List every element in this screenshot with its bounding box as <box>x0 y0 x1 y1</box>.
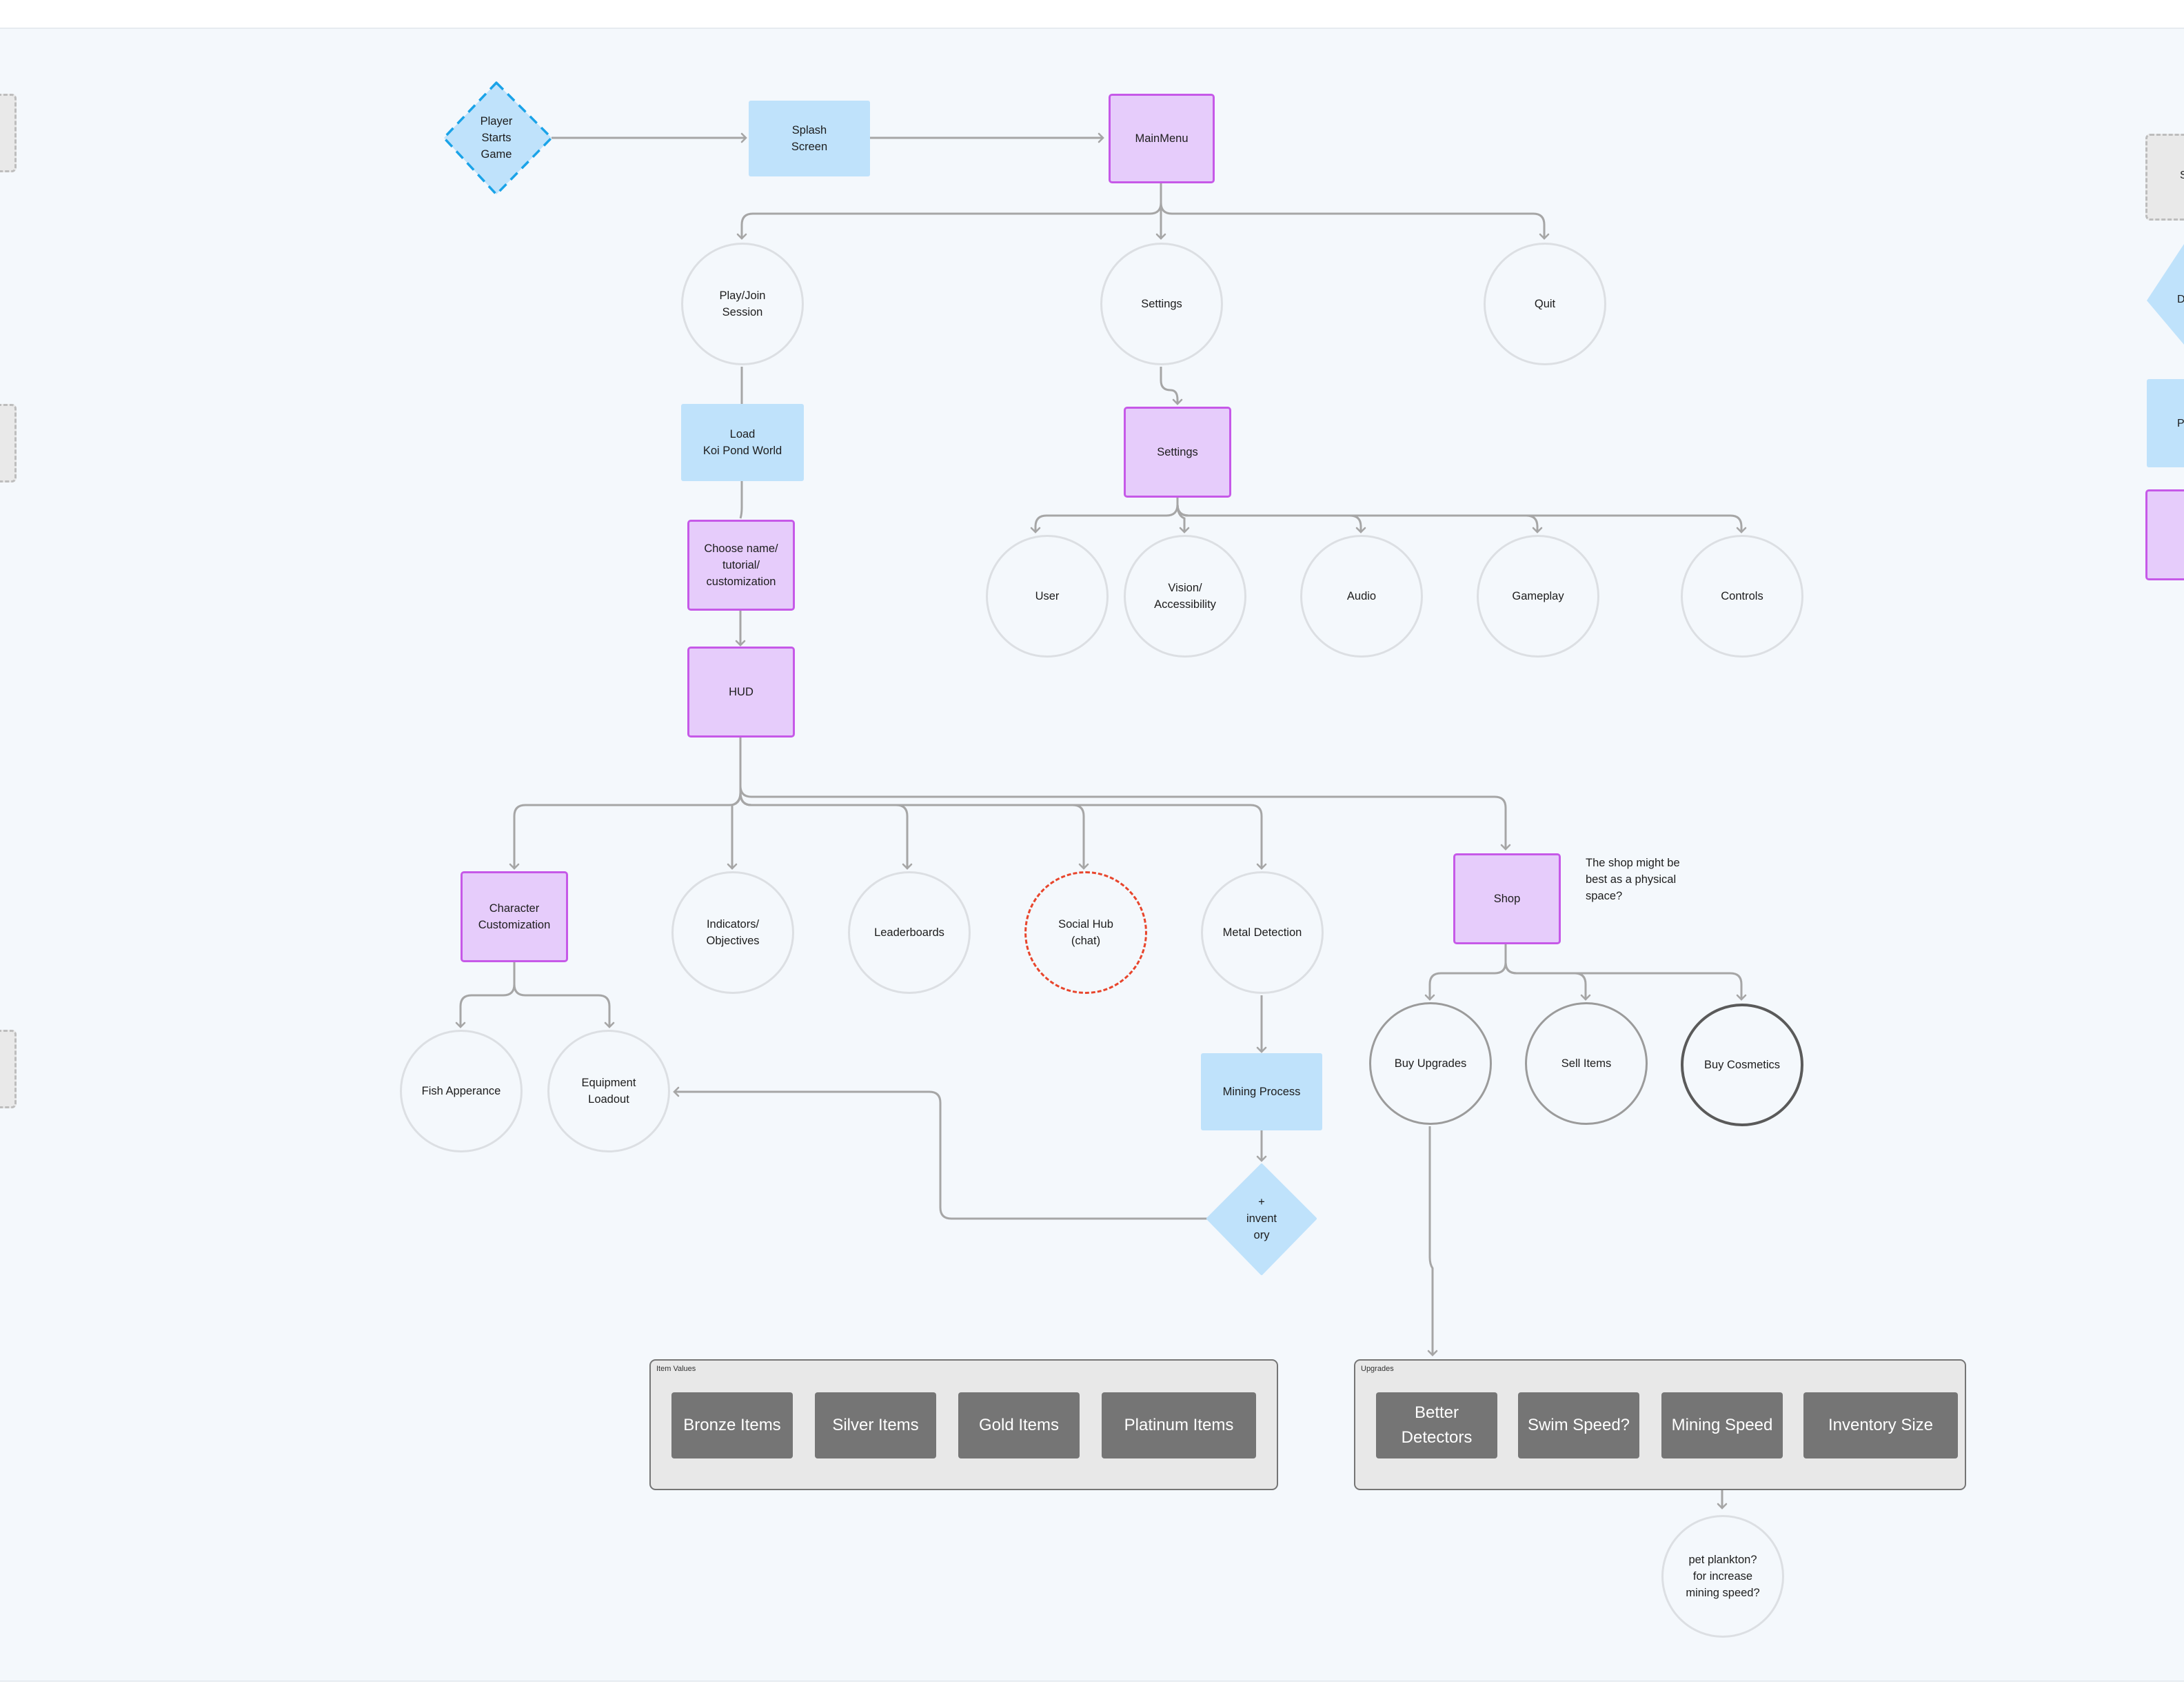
edge-settings-to-settingsbox <box>1160 367 1183 405</box>
right-edge-label-p: P <box>2177 418 2184 429</box>
better-detectors-button[interactable]: Better Detectors <box>1376 1392 1497 1458</box>
gold-items-button[interactable]: Gold Items <box>958 1392 1080 1458</box>
right-edge-blue-box[interactable] <box>2147 379 2184 467</box>
edge-hud-to-indicators <box>727 736 742 870</box>
quit-circle[interactable]: Quit <box>1484 243 1606 365</box>
edge-hud-to-socialhub <box>739 736 1089 870</box>
edge-settingsbox-to-user <box>1030 496 1179 533</box>
controls-circle[interactable]: Controls <box>1681 535 1803 658</box>
shop-box[interactable]: Shop <box>1453 853 1561 944</box>
edge-load-to-choose <box>739 480 743 519</box>
edge-charcustom-to-equipment <box>513 961 615 1028</box>
splash-screen-box[interactable]: Splash Screen <box>749 101 870 176</box>
settings-circle[interactable]: Settings <box>1100 243 1223 365</box>
inventory-size-button[interactable]: Inventory Size <box>1803 1392 1958 1458</box>
sell-items-circle[interactable]: Sell Items <box>1525 1002 1648 1125</box>
edge-mainmenu-to-play <box>736 183 1162 240</box>
upgrades-label: Upgrades <box>1361 1365 1394 1373</box>
item-values-label: Item Values <box>656 1365 696 1373</box>
social-hub-circle[interactable]: Social Hub (chat) <box>1024 871 1147 994</box>
edge-hud-to-charcustom <box>509 736 742 870</box>
shop-note: The shop might be best as a physical spa… <box>1586 857 1680 902</box>
inventory-label[interactable]: + invent ory <box>1246 1196 1277 1241</box>
edge-charcustom-to-fish <box>455 961 516 1028</box>
edge-shop-to-sellitems <box>1504 944 1591 1001</box>
left-edge-tab-1[interactable] <box>0 94 17 172</box>
edge-shop-to-buycosmetics <box>1504 944 1747 1001</box>
equipment-loadout-circle[interactable]: Equipment Loadout <box>547 1030 670 1152</box>
right-edge-tab[interactable] <box>2145 134 2184 221</box>
choose-name-box[interactable]: Choose name/ tutorial/ customization <box>687 520 795 611</box>
buy-cosmetics-circle[interactable]: Buy Cosmetics <box>1681 1004 1803 1126</box>
player-starts-diamond <box>443 81 553 196</box>
edge-settingsbox-to-controls <box>1176 496 1747 533</box>
left-edge-tab-3[interactable] <box>0 1030 17 1108</box>
leaderboards-circle[interactable]: Leaderboards <box>848 871 971 994</box>
fish-appearance-circle[interactable]: Fish Apperance <box>400 1030 523 1152</box>
mining-process-box[interactable]: Mining Process <box>1201 1053 1322 1130</box>
bronze-items-button[interactable]: Bronze Items <box>671 1392 793 1458</box>
gameplay-circle[interactable]: Gameplay <box>1477 535 1599 658</box>
edge-hud-to-leaderboards <box>739 736 913 870</box>
player-starts-label[interactable]: Player Starts Game <box>480 115 513 161</box>
swim-speed-button[interactable]: Swim Speed? <box>1518 1392 1639 1458</box>
edge-shop-to-buyupgrades <box>1424 944 1507 1001</box>
left-edge-tab-2[interactable] <box>0 404 17 482</box>
right-edge-label-d: D <box>2177 294 2184 305</box>
mainmenu-box[interactable]: MainMenu <box>1109 94 1215 183</box>
platinum-items-button[interactable]: Platinum Items <box>1102 1392 1256 1458</box>
edge-settingsbox-to-audio <box>1176 496 1366 533</box>
edge-buyupgrades-to-upgrades <box>1427 1126 1438 1356</box>
right-edge-diamond <box>2147 244 2184 345</box>
settings-box[interactable]: Settings <box>1124 407 1231 498</box>
user-circle[interactable]: User <box>986 535 1109 658</box>
silver-items-button[interactable]: Silver Items <box>815 1392 936 1458</box>
load-world-box[interactable]: Load Koi Pond World <box>681 404 804 481</box>
hud-box[interactable]: HUD <box>687 647 795 738</box>
audio-circle[interactable]: Audio <box>1300 535 1423 658</box>
edge-hud-to-shop <box>739 736 1511 851</box>
mining-speed-button[interactable]: Mining Speed <box>1661 1392 1783 1458</box>
edge-hud-to-metal <box>739 736 1267 870</box>
edge-settingsbox-to-gameplay <box>1176 496 1543 533</box>
character-customization-box[interactable]: Character Customization <box>461 871 568 962</box>
vision-accessibility-circle[interactable]: Vision/ Accessibility <box>1124 535 1246 658</box>
metal-detection-circle[interactable]: Metal Detection <box>1201 871 1324 994</box>
play-join-circle[interactable]: Play/Join Session <box>681 243 804 365</box>
edge-mainmenu-to-quit <box>1160 183 1550 240</box>
pet-plankton-circle[interactable]: pet plankton? for increase mining speed? <box>1661 1515 1784 1638</box>
right-edge-purple-box[interactable] <box>2145 489 2184 580</box>
right-edge-label-s: S <box>2180 170 2184 181</box>
indicators-objectives-circle[interactable]: Indicators/ Objectives <box>671 871 794 994</box>
inventory-diamond <box>1206 1163 1317 1275</box>
buy-upgrades-circle[interactable]: Buy Upgrades <box>1369 1002 1492 1125</box>
edge-inventory-to-equipment <box>673 1086 1208 1220</box>
